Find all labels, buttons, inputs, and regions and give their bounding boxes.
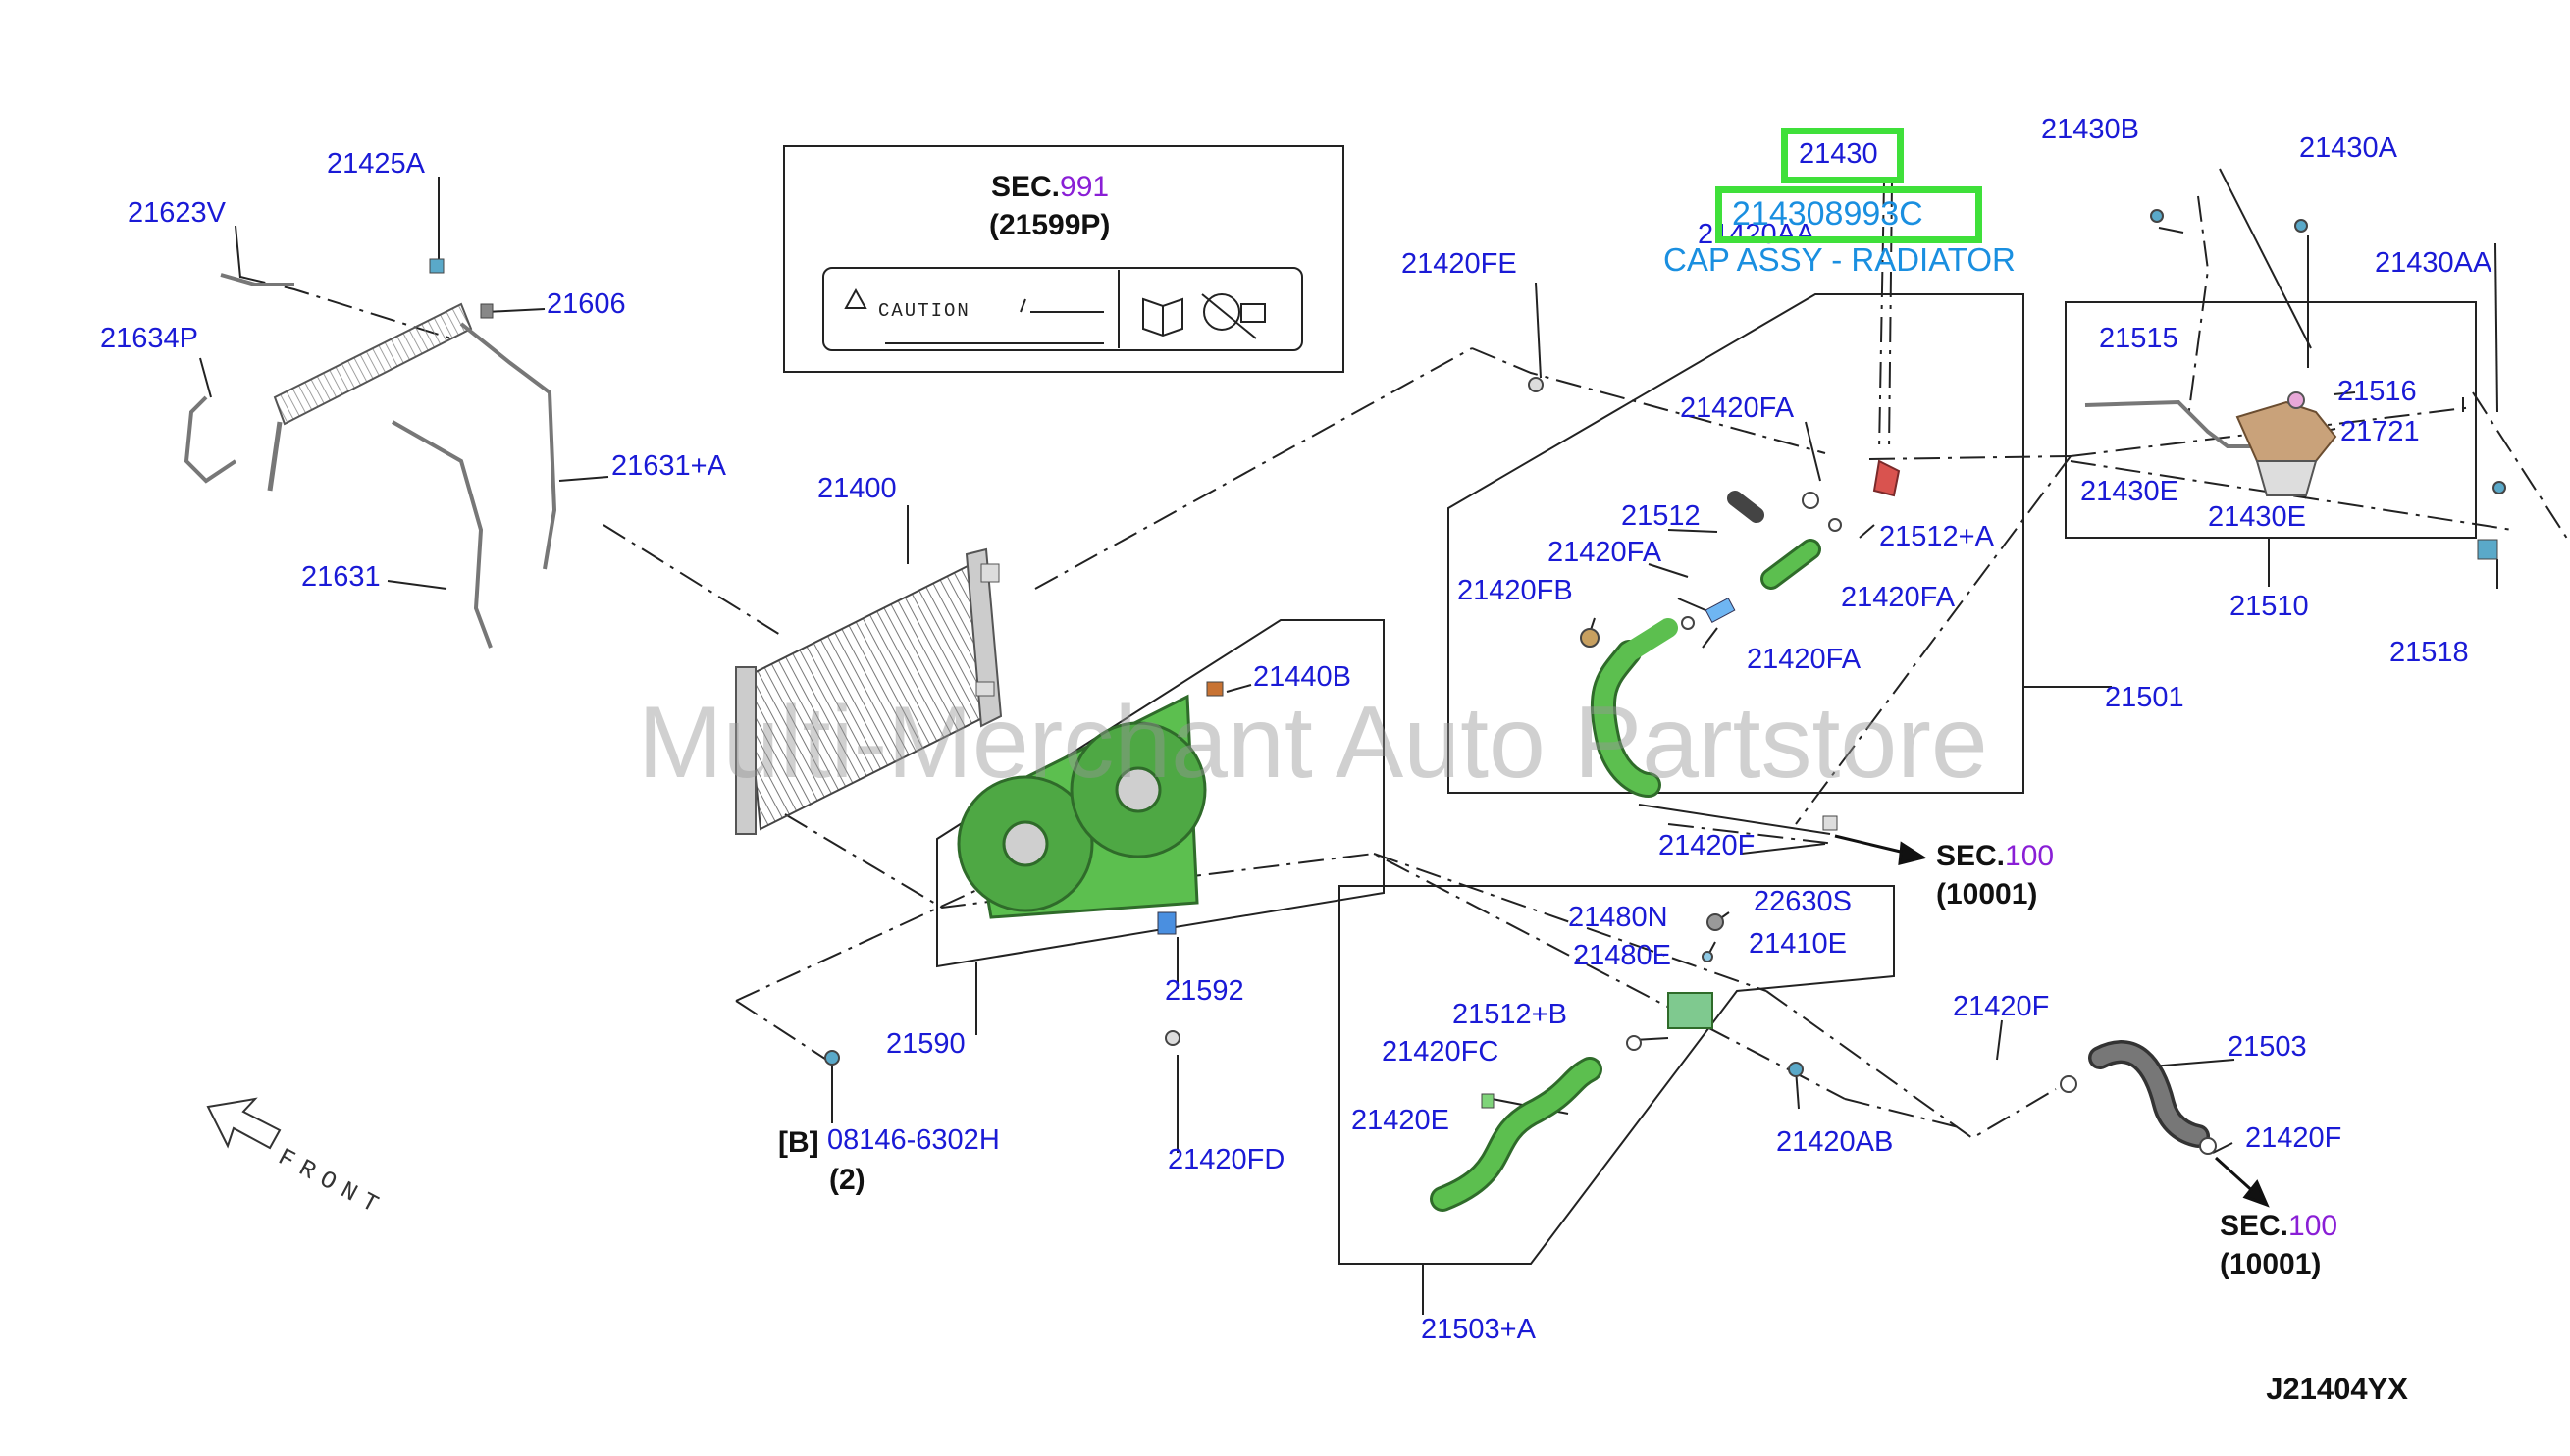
part-label[interactable]: 21420AB [1776, 1126, 1894, 1158]
guide-lines [239, 181, 2570, 1140]
part-label[interactable]: 21420FC [1382, 1036, 1499, 1067]
front-arrow-icon [206, 1097, 282, 1150]
part-label[interactable]: 21400 [817, 473, 897, 504]
part-label[interactable]: 21590 [886, 1028, 966, 1060]
caution-text: CAUTION [878, 300, 970, 322]
part-label[interactable]: 21440B [1253, 661, 1351, 693]
part-label[interactable]: 21420FA [1747, 644, 1862, 675]
part-label[interactable]: 21512+B [1452, 999, 1567, 1030]
part-label[interactable]: 21430E [2080, 476, 2178, 507]
sec-991-part: (21599P) [989, 209, 1111, 241]
diagram-code: J21404YX [2266, 1372, 2408, 1406]
hose-21503 [2060, 1040, 2217, 1155]
part-label[interactable]: 21420F [1658, 830, 1756, 861]
part-label[interactable]: 21503 [2228, 1031, 2307, 1063]
caution-symbols [844, 270, 1266, 348]
part-label[interactable]: 21623V [128, 197, 226, 229]
part-label[interactable]: 21480E [1573, 940, 1671, 971]
part-label[interactable]: 21420FA [1680, 392, 1795, 424]
part-label[interactable]: 21430B [2041, 114, 2139, 145]
upper-hose [1528, 377, 1901, 831]
sec-100-part-lower: (10001) [2220, 1248, 2322, 1280]
bracket-b: [B] [778, 1126, 819, 1159]
sec-number: 991 [1060, 171, 1110, 203]
part-label[interactable]: 21503+A [1421, 1314, 1536, 1345]
part-label[interactable]: 21420FA [1841, 582, 1956, 613]
sec-number: 100 [2005, 840, 2055, 872]
sec-100-part-upper: (10001) [1936, 878, 2038, 910]
part-label[interactable]: 21515 [2099, 323, 2178, 354]
sec-100-ref-lower[interactable]: SEC.100 [2220, 1212, 2337, 1241]
sec-number: 100 [2288, 1210, 2338, 1242]
reservoir-tank [2084, 209, 2506, 560]
part-label[interactable]: 21606 [547, 288, 626, 320]
box-21501 [1447, 293, 2024, 794]
caution-label-box [783, 145, 1344, 373]
box-21503A [1338, 885, 1895, 1265]
sec-prefix: SEC. [991, 171, 1061, 203]
watermark: Multi-Merchant Auto Partstore [638, 686, 1988, 800]
part-label[interactable]: 21420FA [1547, 537, 1662, 568]
part-label[interactable]: 21430AA [2375, 247, 2492, 279]
part-label[interactable]: 21420FB [1457, 575, 1573, 606]
oil-cooler [184, 258, 557, 649]
part-label[interactable]: 21480N [1568, 902, 1668, 933]
part-label[interactable]: 21420F [1953, 991, 2050, 1022]
part-label[interactable]: 21430A [2299, 132, 2397, 164]
quantity-2: (2) [829, 1164, 865, 1196]
part-label[interactable]: 22630S [1754, 886, 1852, 917]
part-label[interactable]: 21518 [2389, 637, 2469, 668]
part-label[interactable]: 21420FD [1168, 1144, 1285, 1175]
part-label[interactable]: 21420FE [1401, 248, 1517, 280]
sec-prefix: SEC. [1936, 840, 2006, 872]
box-21510 [2065, 301, 2477, 539]
highlighted-part-number[interactable]: 21430 [1799, 138, 1878, 170]
part-label[interactable]: 21430E [2208, 501, 2306, 533]
part-label[interactable]: 08146-6302H [827, 1124, 1000, 1156]
part-label[interactable]: 21410E [1749, 928, 1847, 960]
part-label[interactable]: 21631+A [611, 450, 726, 482]
sec-100-ref-upper[interactable]: SEC.100 [1936, 842, 2054, 871]
part-label[interactable]: 21510 [2229, 591, 2309, 622]
part-label[interactable]: 21425A [327, 148, 425, 180]
lower-hose [824, 913, 1804, 1212]
box-21590 [936, 619, 1385, 968]
part-label[interactable]: 21420E [1351, 1105, 1449, 1136]
sec-991-ref[interactable]: SEC.991 [991, 173, 1109, 202]
part-label[interactable]: 21420F [2245, 1122, 2342, 1154]
part-label[interactable]: 21512+A [1879, 521, 1994, 552]
radiator-core [735, 547, 1003, 835]
caution-label-inner [822, 267, 1303, 351]
fan-shroud [957, 681, 1224, 1046]
highlight-box-part[interactable] [1781, 128, 1904, 183]
highlighted-part-name: CAP ASSY - RADIATOR [1663, 241, 2016, 278]
part-label[interactable]: 21634P [100, 323, 198, 354]
part-label[interactable]: 21516 [2337, 376, 2417, 407]
part-label[interactable]: 21592 [1165, 975, 1244, 1007]
part-label[interactable]: 21512 [1621, 500, 1701, 532]
group-boxes [936, 293, 2477, 1265]
highlighted-full-number[interactable]: 214308993C [1732, 195, 1923, 233]
part-label[interactable]: 21631 [301, 561, 381, 593]
section-arrows [1834, 834, 2270, 1208]
sec-prefix: SEC. [2220, 1210, 2289, 1242]
highlight-box-full-number[interactable] [1715, 186, 1982, 243]
part-label[interactable]: 21721 [2340, 416, 2420, 447]
part-label[interactable]: 21501 [2105, 682, 2184, 713]
